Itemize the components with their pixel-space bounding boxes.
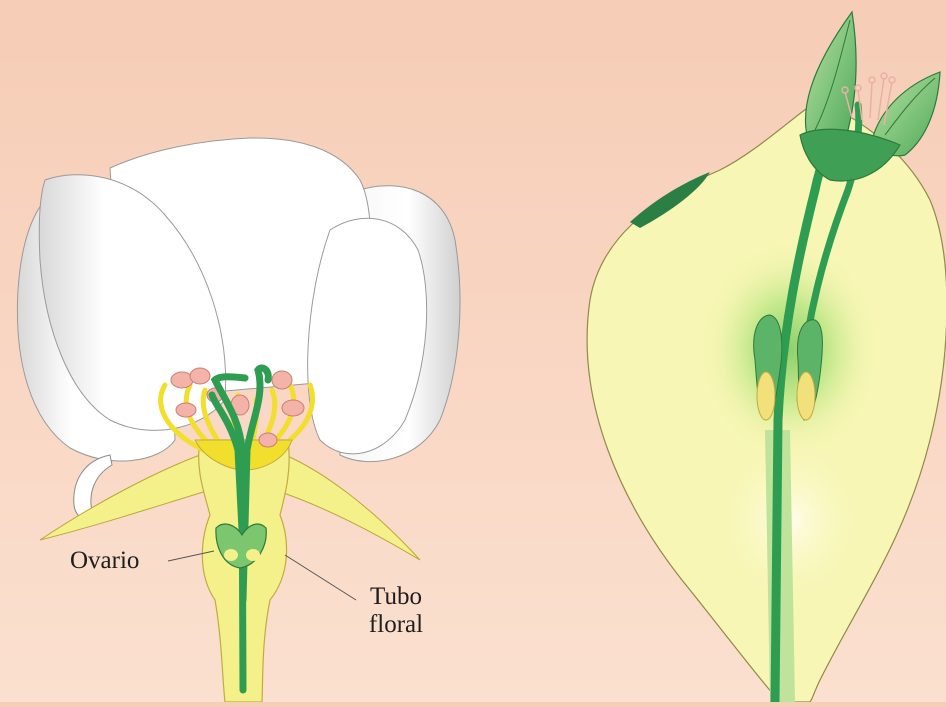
ovule-right [246, 549, 260, 561]
sepal-left [40, 455, 210, 540]
floral-tube-label-line1: Tubo [356, 583, 436, 611]
fruit-inner-glow [700, 240, 880, 460]
floral-tube-label-line2: floral [356, 611, 436, 639]
ovule-left [224, 549, 238, 561]
fruit-leaf-left [805, 12, 856, 142]
floral-tube-label: Tubo floral [356, 583, 436, 639]
tube-leader [285, 555, 356, 600]
ovary-label: Ovario [70, 547, 139, 575]
sepal-right [275, 455, 420, 560]
fruit [587, 12, 946, 702]
